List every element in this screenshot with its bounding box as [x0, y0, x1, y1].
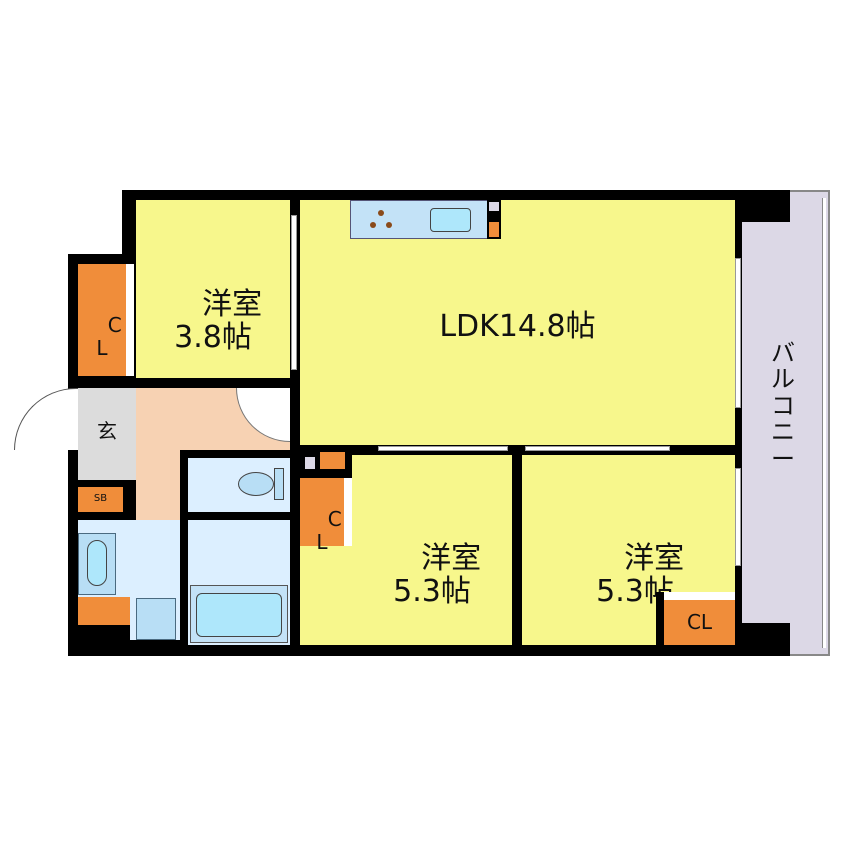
bathtub-basin-icon — [196, 593, 282, 637]
closet-c: C — [327, 507, 342, 532]
room-western-a — [136, 200, 290, 378]
balcony-rail — [822, 198, 826, 648]
washbasin-bowl-icon — [87, 540, 107, 586]
closet-a-doors[interactable] — [126, 264, 134, 376]
closet-l: L — [316, 529, 328, 554]
room-size: 5.3帖 — [393, 574, 471, 610]
sliding-door-western-b[interactable] — [378, 446, 508, 451]
closet-a — [78, 264, 126, 376]
washroom-storage — [78, 597, 130, 625]
sliding-door-western-c[interactable] — [525, 446, 670, 451]
room-name: 洋室 — [202, 286, 263, 322]
room-ldk — [300, 200, 735, 445]
room-ldk-label: LDK14.8帖 — [439, 309, 596, 344]
closet-c-label: CL — [686, 610, 713, 634]
shoe-box-label: SB — [93, 493, 108, 504]
pipe-space — [489, 202, 499, 211]
toilet-icon — [238, 472, 274, 496]
room-western-b — [352, 455, 512, 645]
storage-small — [320, 452, 345, 469]
entrance — [78, 388, 136, 480]
sliding-door-western-a[interactable] — [291, 215, 297, 370]
wall-corner-ne — [735, 190, 790, 222]
entrance-label: 玄 — [97, 419, 117, 443]
room-western-b-ext — [300, 546, 360, 645]
room-name: 洋室 — [421, 540, 482, 576]
ldk-window[interactable] — [735, 258, 741, 408]
closet-c-doors[interactable] — [664, 592, 735, 600]
closet-c — [664, 600, 735, 645]
balcony-label: バルコニー — [771, 339, 795, 473]
western-c-window[interactable] — [735, 468, 741, 566]
pipe-space-2 — [305, 457, 315, 469]
kitchen-sink-icon — [430, 208, 471, 232]
kitchen-storage — [489, 222, 499, 237]
stove-burner-icon — [370, 210, 394, 232]
closet-c: C — [107, 313, 122, 338]
toilet-tank-icon — [274, 468, 284, 500]
room-size: 3.8帖 — [174, 320, 252, 356]
hallway-lower — [136, 450, 180, 520]
entrance-door[interactable] — [14, 388, 78, 450]
room-name: 洋室 — [624, 540, 685, 576]
closet-b — [300, 478, 344, 546]
shoe-box — [78, 487, 123, 512]
wall-corner-se — [735, 623, 790, 656]
closet-b-doors[interactable] — [344, 478, 352, 546]
closet-l: L — [96, 335, 108, 360]
washing-machine-icon — [136, 598, 176, 640]
wall-washroom — [78, 625, 130, 645]
